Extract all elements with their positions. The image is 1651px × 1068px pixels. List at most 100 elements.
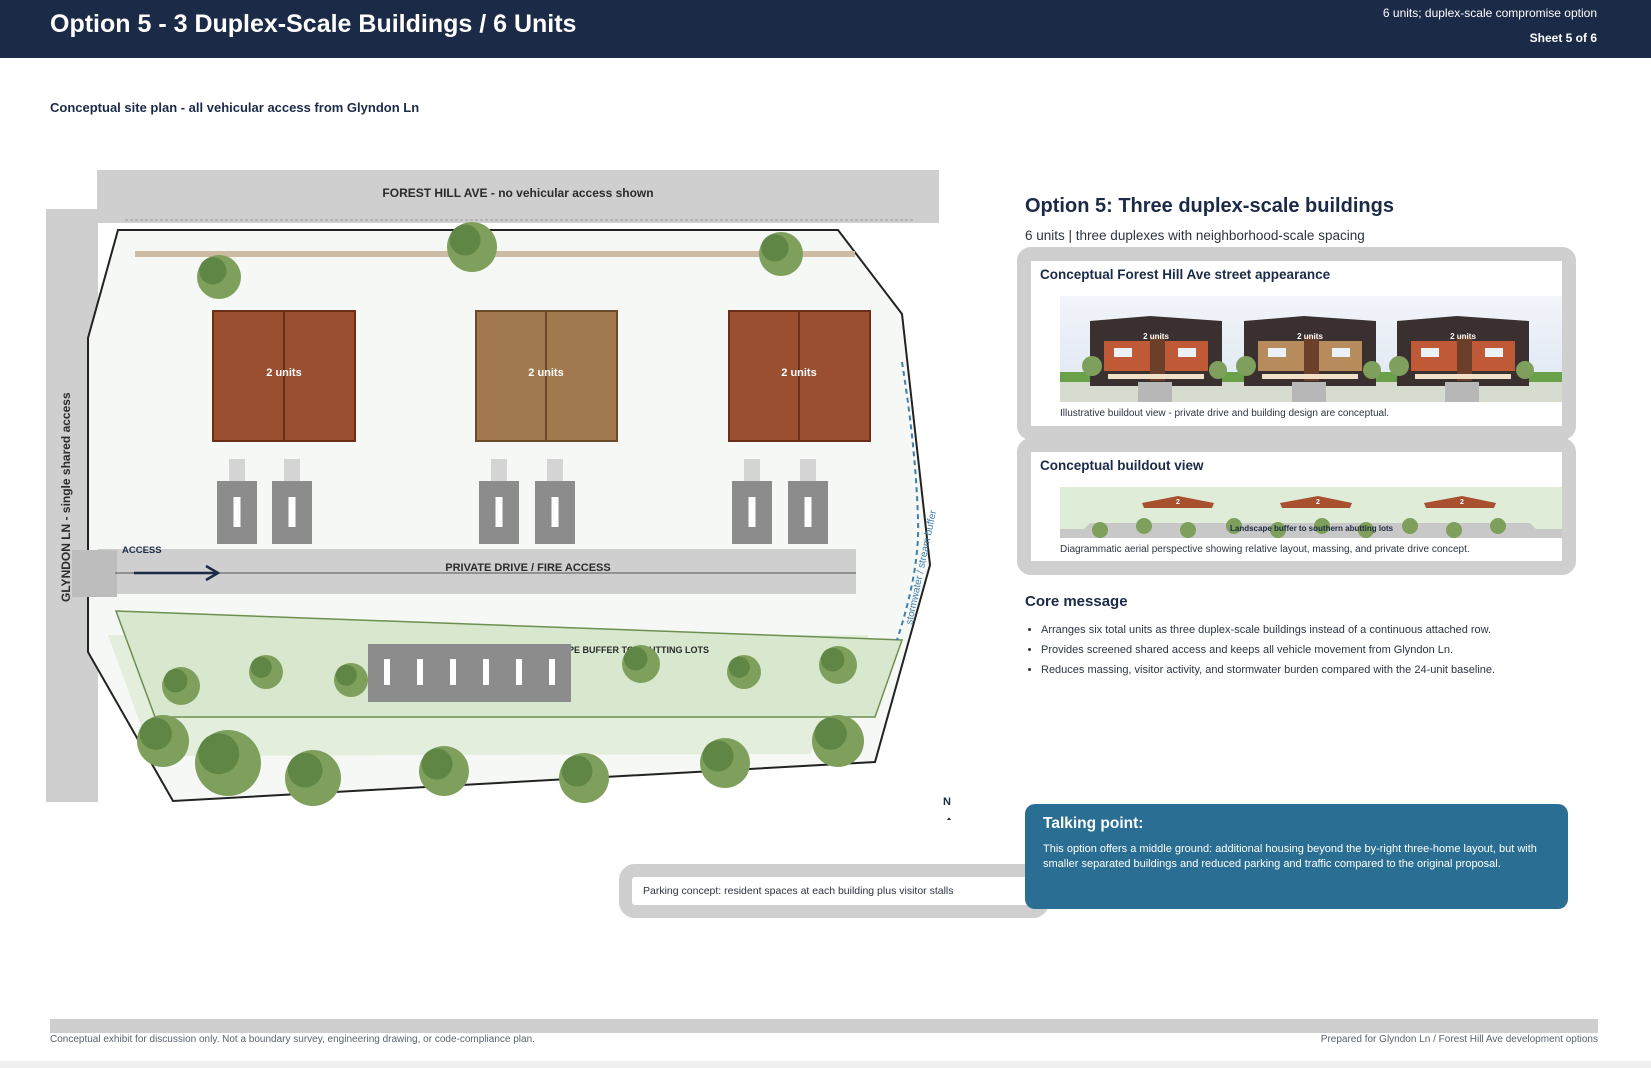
street-tree <box>1516 361 1534 379</box>
visitor-stall-marking <box>549 659 555 685</box>
visitor-stall-marking <box>417 659 423 685</box>
core-bullet-1: Arranges six total units as three duplex… <box>1041 624 1495 636</box>
tree-canopy-shade <box>163 668 188 693</box>
building-1 <box>212 310 356 442</box>
tree-canopy-shade <box>421 748 453 780</box>
site-plan: FOREST HILL AVE - no vehicular access sh… <box>46 170 952 820</box>
house-porch <box>1415 374 1511 379</box>
stall-marking <box>551 497 559 527</box>
aerial-building <box>1280 496 1352 508</box>
house-driveway <box>1445 382 1479 402</box>
house-porch <box>1108 374 1204 379</box>
aerial-building <box>1142 496 1214 508</box>
aerial-unit-label: 2 <box>1176 499 1180 506</box>
aerial-tree <box>1270 522 1286 538</box>
building-3 <box>728 310 871 442</box>
forest-hill-label: FOREST HILL AVE - no vehicular access sh… <box>382 186 653 200</box>
aerial-unit-label: 2 <box>1460 499 1464 506</box>
stall-apron <box>284 459 300 481</box>
visitor-parking <box>368 644 571 702</box>
talking-point-title: Talking point: <box>1043 815 1144 832</box>
stall-marking <box>495 497 503 527</box>
core-message-list: Arranges six total units as three duplex… <box>1025 624 1495 684</box>
visitor-stall-marking <box>384 659 390 685</box>
sheet-number: Sheet 5 of 6 <box>1529 31 1597 45</box>
house-door <box>1457 336 1472 381</box>
tree-canopy-shade <box>139 717 172 750</box>
visitor-stall-marking <box>516 659 522 685</box>
panel-title: Option 5: Three duplex-scale buildings <box>1025 195 1394 217</box>
stall-apron <box>547 459 563 481</box>
aerial-tree <box>1446 522 1462 538</box>
resident-parking <box>217 459 828 544</box>
access-arrow <box>134 564 221 582</box>
tree-canopy-shade <box>623 646 648 671</box>
house-driveway <box>1138 382 1172 402</box>
footer-disclaimer: Conceptual exhibit for discussion only. … <box>50 1034 535 1045</box>
aerial-tree <box>1358 522 1374 538</box>
street-tree <box>1363 361 1381 379</box>
aerial-card-caption: Diagrammatic aerial perspective showing … <box>1060 544 1470 555</box>
building-3-label: 2 units <box>781 367 816 379</box>
glyndon-label: GLYNDON LN - single shared access <box>59 392 73 602</box>
house-door <box>1150 336 1165 381</box>
house-label: 2 units <box>1450 332 1476 341</box>
street-tree <box>1389 356 1409 376</box>
tree-canopy-shade <box>761 234 789 262</box>
core-bullet-3: Reduces massing, visitor activity, and s… <box>1041 664 1495 676</box>
stall-apron <box>800 459 816 481</box>
tree-canopy-shade <box>287 752 323 788</box>
visitor-stall-marking <box>450 659 456 685</box>
stall-marking <box>288 497 296 527</box>
buffer-label: LANDSCAPE BUFFER TO ABUTTING LOTS <box>524 645 709 655</box>
aerial-tree <box>1092 522 1108 538</box>
talking-point-body: This option offers a middle ground: addi… <box>1043 843 1537 870</box>
tree-canopy-shade <box>820 647 845 672</box>
tree-canopy-shade <box>561 755 593 787</box>
house-window <box>1421 348 1439 357</box>
house-label: 2 units <box>1297 332 1323 341</box>
street-card: Conceptual Forest Hill Ave street appear… <box>1017 247 1576 440</box>
street-card-caption: Illustrative buildout view - private dri… <box>1060 408 1390 419</box>
core-bullet-2: Provides screened shared access and keep… <box>1041 644 1495 656</box>
site-plan-subtitle: Conceptual site plan - all vehicular acc… <box>50 100 420 115</box>
tree-canopy-shade <box>814 717 847 750</box>
footer-bar <box>50 1019 1598 1033</box>
house-window <box>1485 348 1503 357</box>
street-tree <box>1236 356 1256 376</box>
north-label: N <box>943 796 951 808</box>
tree-canopy-shade <box>198 733 240 775</box>
house-window <box>1268 348 1286 357</box>
forest-hill-road <box>97 170 939 223</box>
aerial-buffer-text: Landscape buffer to southern abutting lo… <box>1230 524 1394 533</box>
house-driveway <box>1292 382 1326 402</box>
trees <box>137 222 864 806</box>
street-card-title: Conceptual Forest Hill Ave street appear… <box>1040 267 1331 282</box>
access-apron <box>72 550 117 597</box>
tree-canopy-shade <box>199 257 227 285</box>
tree-canopy-shade <box>728 656 750 678</box>
street-tree <box>1209 361 1227 379</box>
drive-label: PRIVATE DRIVE / FIRE ACCESS <box>445 562 610 574</box>
building-1-label: 2 units <box>266 367 301 379</box>
footer-prepared-for: Prepared for Glyndon Ln / Forest Hill Av… <box>1320 1034 1598 1045</box>
building-2-label: 2 units <box>528 367 563 379</box>
aerial-tree <box>1226 518 1242 534</box>
house-porch <box>1262 374 1358 379</box>
panel-subtitle: 6 units | three duplexes with neighborho… <box>1025 228 1365 243</box>
aerial-tree <box>1180 522 1196 538</box>
house-window <box>1114 348 1132 357</box>
visitor-stalls <box>384 659 555 685</box>
street-tree <box>1082 356 1102 376</box>
house-window <box>1332 348 1350 357</box>
stall-marking <box>233 497 241 527</box>
house-door <box>1304 336 1319 381</box>
tree-canopy-shade <box>250 656 272 678</box>
tree-canopy-shade <box>702 740 734 772</box>
building-2 <box>475 310 618 442</box>
north-arrow <box>946 817 952 820</box>
aerial-tree <box>1490 518 1506 534</box>
house-label: 2 units <box>1143 332 1169 341</box>
